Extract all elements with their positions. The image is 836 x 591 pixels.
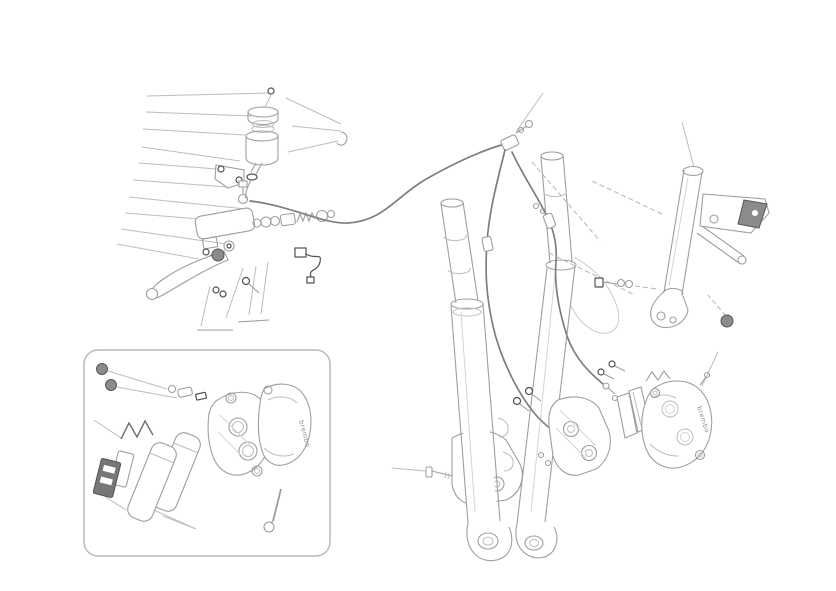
pad-spring-clip [120,419,154,440]
inset-caliper-front-half: brembo [257,383,312,466]
brake-hoses [249,119,616,441]
union-banjo-bolt [524,119,534,129]
lever-adjuster [211,248,225,262]
hose-fitting [542,212,557,229]
banjo-fitting [237,193,249,205]
brake-lever [145,240,235,301]
reservoir-cap [247,106,279,118]
piston-repair-kit [252,209,336,228]
alignment-dashed-lines [531,161,727,317]
hose-clamp [246,173,258,181]
pad-shim-slotted [92,458,122,498]
banjo-bolt [238,180,248,188]
part-number-blank [237,319,270,323]
clip-part [336,131,348,146]
caliper-body [641,380,713,469]
reservoir-diaphragm [251,120,275,128]
hose-fitting [481,235,494,252]
frame-bushing-cap [720,314,734,328]
master-cylinder-body [194,207,256,240]
hose-union [500,134,520,151]
cap-nut [96,363,108,375]
frame-banjo-bolt-set [594,277,634,289]
upper-brake-hose [249,143,506,224]
brake-pad [616,392,638,439]
master-cylinder-assembly [194,180,336,298]
frame-lower-bracket [650,289,689,329]
handlebar-clamp [201,236,219,250]
bleed-valve [177,386,193,398]
right-brake-hose [511,151,604,385]
caliper-detail-inset: brembo [83,349,331,557]
reservoir-hose [245,179,252,200]
bleed-valve-cap [195,391,207,401]
inset-caliper-rear-half [207,391,273,477]
bleed-valve [703,371,711,379]
right-brake-caliper: brembo [597,360,713,469]
lever-ball-end [145,287,159,301]
caliper-mount-bolt [425,466,453,480]
fluid-reservoir [245,130,279,166]
reservoir-cap-screw [267,87,275,95]
brake-pad [127,442,177,522]
brake-light-switch [294,247,321,284]
lever-pivot-bolt [241,276,251,286]
reservoir-assembly [214,87,279,200]
cap-nut [105,379,117,391]
pad-spring [645,370,671,382]
frame-head-section [650,165,770,329]
pad-retaining-pin [263,488,282,533]
left-brake-hose [485,149,553,431]
